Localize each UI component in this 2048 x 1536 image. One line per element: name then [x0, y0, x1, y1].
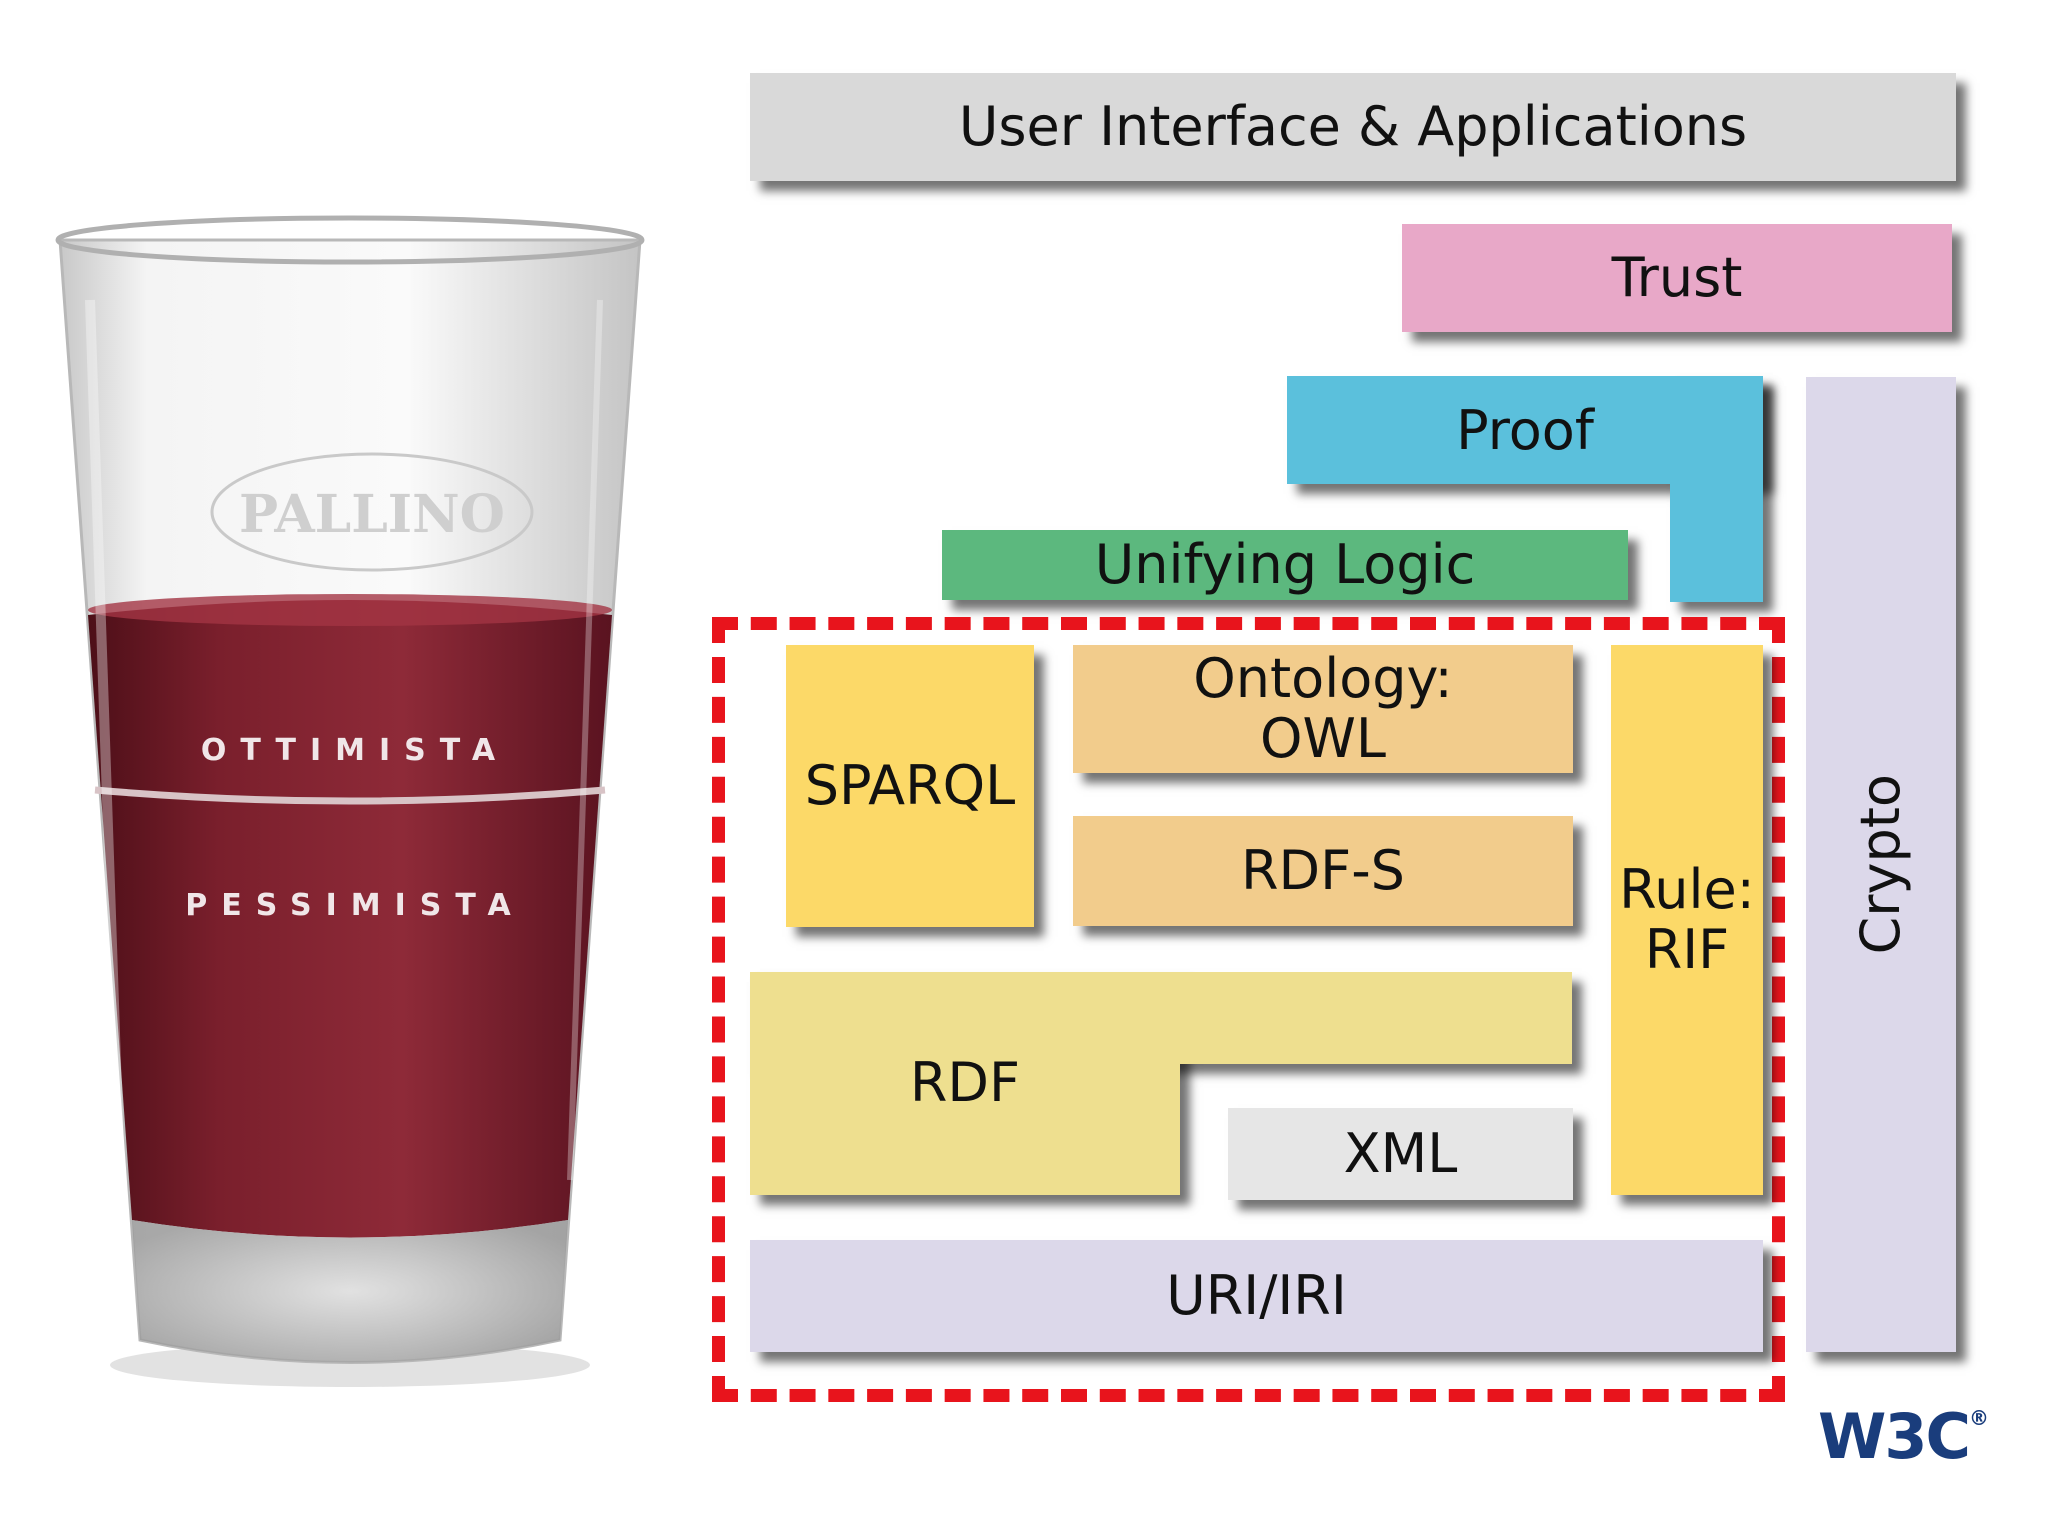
uri-iri-layer: URI/IRI — [750, 1240, 1763, 1352]
highlight-dashed-border — [712, 617, 1785, 1402]
brand-text: PALLINO — [239, 484, 505, 545]
sparql-layer: SPARQL — [786, 645, 1034, 927]
w3c-logo: W3C® — [1818, 1400, 1990, 1473]
trust-layer: Trust — [1402, 224, 1952, 332]
ui-applications-layer: User Interface & Applications — [750, 73, 1956, 181]
glass-lower-label: PESSIMISTA — [185, 888, 524, 923]
brand-emblem: PALLINO — [210, 452, 534, 572]
unifying-logic-layer: Unifying Logic — [942, 530, 1628, 600]
rdfs-layer: RDF-S — [1073, 816, 1573, 926]
glass-upper-label: OTTIMISTA — [201, 733, 509, 768]
ontology-owl-layer: Ontology: OWL — [1073, 645, 1573, 773]
rdf-label: RDF — [909, 1051, 1021, 1114]
crypto-layer: Crypto — [1806, 377, 1956, 1352]
proof-label: Proof — [1456, 398, 1594, 462]
xml-layer: XML — [1228, 1108, 1573, 1200]
rule-rif-layer: Rule: RIF — [1611, 645, 1763, 1195]
wine-glass-illustration: PALLINO OTTIMISTA PESSIMISTA — [55, 215, 645, 1387]
